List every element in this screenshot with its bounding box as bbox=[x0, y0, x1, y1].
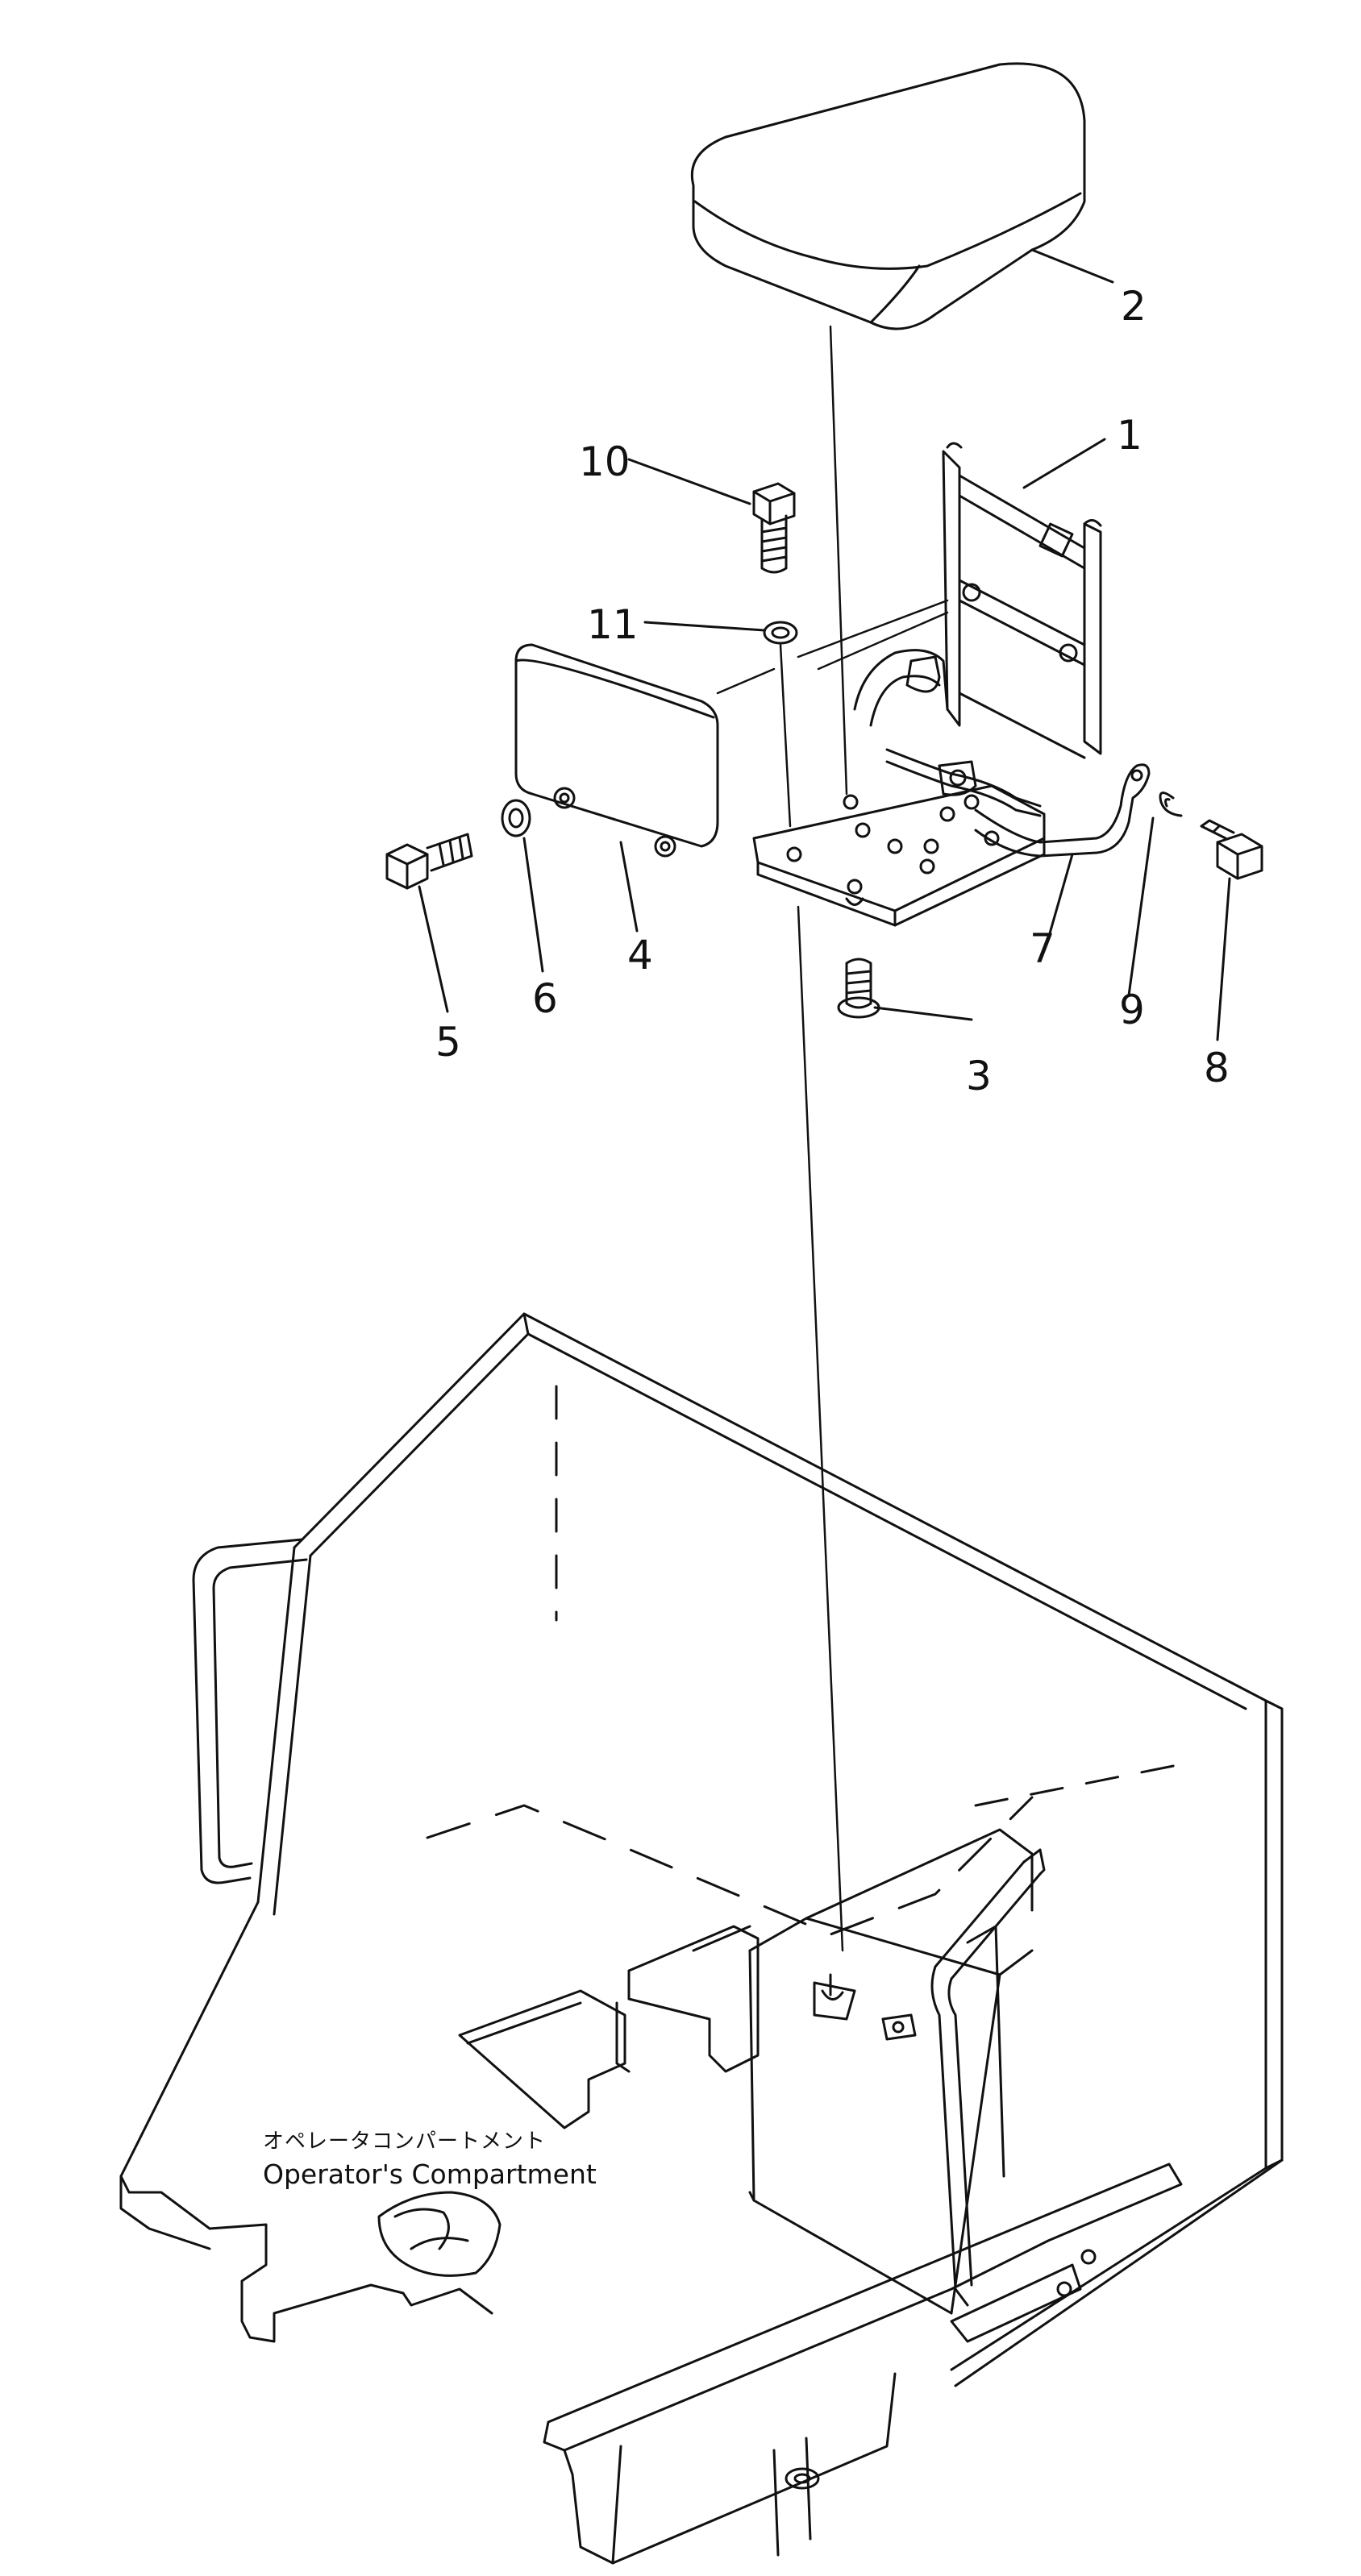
leader-lines bbox=[419, 250, 1230, 1040]
part-10-bolt bbox=[754, 484, 794, 572]
part-11-washer bbox=[764, 622, 797, 643]
assembly-lines bbox=[718, 326, 947, 1951]
part-8-bolt bbox=[1201, 821, 1262, 879]
part-label-11: 11 bbox=[587, 601, 639, 648]
caption-japanese: オペレータコンパートメント bbox=[263, 2129, 547, 2154]
part-3-screw bbox=[839, 959, 879, 1017]
part-label-3: 3 bbox=[966, 1053, 992, 1099]
operator-compartment bbox=[121, 1314, 1282, 2563]
part-9-snap-ring bbox=[1160, 793, 1181, 816]
part-5-bolt bbox=[387, 834, 472, 888]
part-label-9: 9 bbox=[1119, 987, 1145, 1033]
part-label-1: 1 bbox=[1117, 412, 1142, 459]
part-label-7: 7 bbox=[1030, 925, 1055, 972]
part-2-cushion bbox=[692, 64, 1084, 329]
caption-english: Operator's Compartment bbox=[263, 2158, 597, 2190]
part-6-washer bbox=[502, 800, 530, 836]
part-label-10: 10 bbox=[579, 438, 631, 485]
part-1-bracket bbox=[754, 443, 1101, 925]
part-4-pad bbox=[516, 645, 718, 856]
part-label-5: 5 bbox=[435, 1019, 461, 1066]
part-label-4: 4 bbox=[627, 932, 653, 978]
part-7-strap bbox=[976, 765, 1149, 856]
part-label-8: 8 bbox=[1204, 1045, 1230, 1091]
part-label-6: 6 bbox=[532, 975, 558, 1022]
part-label-2: 2 bbox=[1121, 283, 1147, 330]
